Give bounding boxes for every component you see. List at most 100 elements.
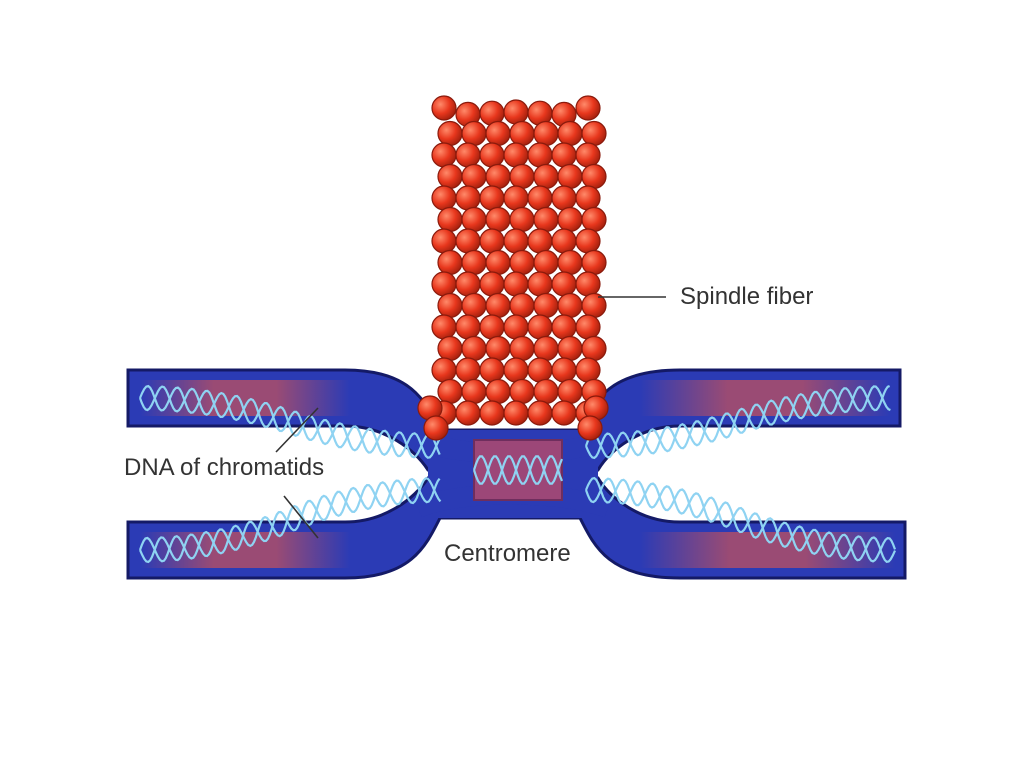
spindle-bead (557, 292, 583, 319)
spindle-bead (503, 185, 529, 211)
spindle-bead (479, 185, 505, 211)
spindle-bead (533, 335, 559, 362)
dna-strand-3-1 (584, 476, 897, 563)
spindle-bead (533, 120, 559, 147)
spindle-bead (479, 400, 505, 426)
dna-leader-line-upper (275, 407, 319, 453)
spindle-bead (479, 314, 505, 340)
spindle-bead (431, 142, 457, 168)
spindle-bead (509, 378, 535, 405)
spindle-bead (503, 99, 529, 125)
spindle-bead (509, 206, 535, 233)
spindle-bead (551, 185, 577, 211)
spindle-bead (557, 335, 583, 362)
spindle-bead (509, 249, 535, 276)
spindle-bead (533, 378, 559, 405)
spindle-bead (455, 142, 481, 168)
dna-strand-4-0 (472, 455, 564, 485)
spindle-bead (461, 292, 487, 319)
spindle-bead (527, 400, 553, 426)
spindle-bead (551, 400, 577, 426)
spindle-bead (479, 357, 505, 383)
spindle-bead (503, 271, 529, 297)
spindle-bead (551, 228, 577, 254)
spindle-bead (581, 120, 607, 147)
spindle-bead (503, 314, 529, 340)
spindle-bead (575, 357, 601, 383)
spindle-bead (431, 95, 457, 121)
spindle-bead (485, 163, 511, 190)
spindle-bead (581, 206, 607, 233)
spindle-bead (485, 249, 511, 276)
spindle-bead (581, 249, 607, 276)
spindle-bead (527, 271, 553, 297)
dna-strand-0-0 (138, 385, 441, 459)
spindle-bead (437, 163, 463, 190)
dna-helix-strands (138, 384, 897, 564)
spindle-bead (575, 228, 601, 254)
spindle-bead (533, 163, 559, 190)
spindle-bead (503, 228, 529, 254)
centromere-label: Centromere (444, 540, 571, 567)
spindle-bead (461, 206, 487, 233)
spindle-bead (509, 335, 535, 362)
spindle-bead (431, 271, 457, 297)
spindle-bead (437, 292, 463, 319)
spindle-bead (461, 378, 487, 405)
spindle-bead (503, 357, 529, 383)
spindle-bead (527, 142, 553, 168)
spindle-bead (437, 335, 463, 362)
spindle-bead (431, 314, 457, 340)
spindle-bead (509, 292, 535, 319)
spindle-bead (437, 249, 463, 276)
spindle-fiber-microtubule (417, 95, 609, 441)
dna-strand-4-1 (472, 455, 564, 485)
spindle-bead (575, 142, 601, 168)
dna-strand-3-0 (584, 477, 896, 563)
spindle-bead (551, 357, 577, 383)
spindle-fiber-label: Spindle fiber (680, 283, 814, 310)
spindle-bead (557, 120, 583, 147)
spindle-bead (533, 206, 559, 233)
spindle-bead (509, 163, 535, 190)
spindle-bead (577, 415, 603, 441)
spindle-bead (527, 314, 553, 340)
spindle-bead (437, 120, 463, 147)
spindle-bead (455, 400, 481, 426)
spindle-bead (533, 249, 559, 276)
spindle-bead (509, 120, 535, 147)
spindle-bead (485, 120, 511, 147)
dna-strand-2-1 (138, 477, 441, 563)
spindle-bead (479, 142, 505, 168)
spindle-bead (431, 228, 457, 254)
spindle-bead (503, 400, 529, 426)
spindle-bead (533, 292, 559, 319)
spindle-bead (455, 357, 481, 383)
spindle-bead (485, 292, 511, 319)
spindle-bead (485, 378, 511, 405)
dna-strand-1-0 (584, 385, 891, 460)
spindle-bead (437, 206, 463, 233)
spindle-bead (455, 314, 481, 340)
spindle-bead (557, 378, 583, 405)
spindle-bead (431, 357, 457, 383)
spindle-bead (575, 185, 601, 211)
spindle-bead (557, 163, 583, 190)
leader-lines (275, 296, 666, 539)
spindle-bead (461, 163, 487, 190)
spindle-bead (485, 335, 511, 362)
spindle-bead (461, 120, 487, 147)
spindle-bead (527, 228, 553, 254)
dna-strand-0-1 (138, 384, 442, 459)
spindle-bead (461, 249, 487, 276)
spindle-bead (551, 142, 577, 168)
dna-of-chromatids-label: DNA of chromatids (124, 454, 325, 481)
spindle-bead (527, 185, 553, 211)
spindle-bead (455, 271, 481, 297)
spindle-bead (575, 95, 601, 121)
spindle-bead (437, 378, 463, 405)
spindle-bead (479, 228, 505, 254)
spindle-bead (423, 415, 449, 441)
spindle-bead (461, 335, 487, 362)
